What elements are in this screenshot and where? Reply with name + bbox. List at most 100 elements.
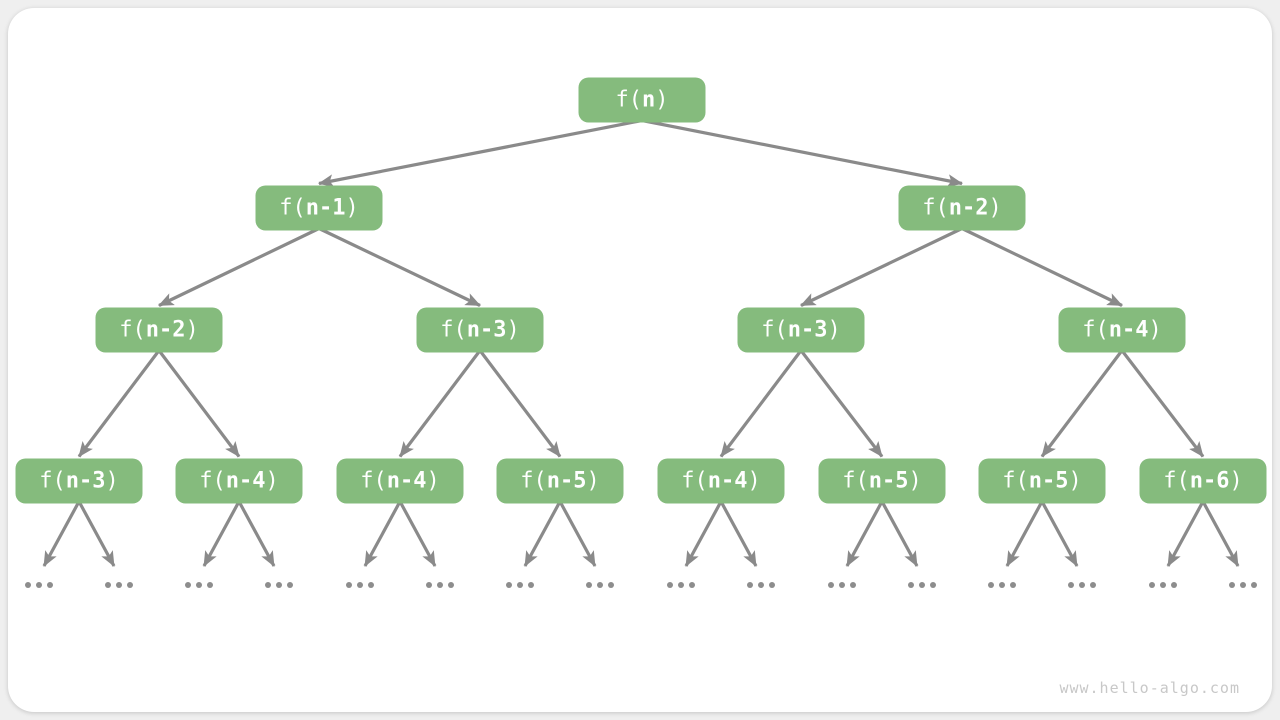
ellipsis-dot: [1240, 582, 1246, 588]
ellipsis-dot: [287, 582, 293, 588]
ellipsis-dots: [908, 582, 936, 588]
tree-node: f(n-4): [1058, 307, 1186, 353]
ellipsis-dot: [1171, 582, 1177, 588]
node-label-argument: n-2: [948, 195, 989, 220]
tree-node: f(n): [578, 77, 706, 123]
node-label-prefix: f(: [681, 468, 708, 493]
node-label-prefix: f(: [1002, 468, 1029, 493]
ellipsis-dot: [689, 582, 695, 588]
tree-node: f(n-5): [978, 458, 1106, 504]
tree-node: f(n-4): [336, 458, 464, 504]
ellipsis-dot: [276, 582, 282, 588]
ellipsis-dot: [999, 582, 1005, 588]
node-label-prefix: f(: [520, 468, 547, 493]
ellipsis-dot: [105, 582, 111, 588]
ellipsis-dots: [265, 582, 293, 588]
ellipsis-dot: [839, 582, 845, 588]
edge-arrow: [398, 349, 482, 458]
tree-node: f(n-4): [175, 458, 303, 504]
edge-arrow: [523, 500, 562, 567]
ellipsis-dots: [506, 582, 534, 588]
ellipsis-dot: [828, 582, 834, 588]
ellipsis-dot: [346, 582, 352, 588]
edge-arrow: [641, 118, 963, 188]
node-label-suffix: ): [747, 468, 761, 493]
ellipsis-dot: [1079, 582, 1085, 588]
edge-arrow: [719, 500, 758, 567]
ellipsis-dots: [586, 582, 614, 588]
tree-node: f(n-5): [818, 458, 946, 504]
tree-node: f(n-6): [1139, 458, 1267, 504]
ellipsis-dot: [908, 582, 914, 588]
ellipsis-dot: [47, 582, 53, 588]
edge-arrow: [1201, 500, 1240, 567]
tree-node: f(n-3): [15, 458, 143, 504]
ellipsis-dot: [517, 582, 523, 588]
node-label-argument: n-4: [386, 468, 427, 493]
edge-arrow: [1040, 349, 1124, 458]
ellipsis-dot: [185, 582, 191, 588]
edge-arrow: [1166, 500, 1205, 567]
ellipsis-dot: [207, 582, 213, 588]
node-label-suffix: ): [908, 468, 922, 493]
node-label-argument: n-5: [868, 468, 909, 493]
edge-arrow: [318, 227, 481, 307]
ellipsis-dot: [265, 582, 271, 588]
ellipsis-dot: [667, 582, 673, 588]
node-label-argument: n-1: [305, 195, 346, 220]
node-label-suffix: ): [1148, 317, 1162, 342]
node-label-argument: n-3: [466, 317, 507, 342]
ellipsis-dot: [426, 582, 432, 588]
ellipsis-dot: [678, 582, 684, 588]
node-label-argument: n-4: [1108, 317, 1149, 342]
edge-arrow: [42, 500, 81, 567]
ellipsis-dot: [758, 582, 764, 588]
node-label-prefix: f(: [440, 317, 467, 342]
ellipsis-dot: [25, 582, 31, 588]
ellipsis-dots: [105, 582, 133, 588]
node-label-prefix: f(: [1163, 468, 1190, 493]
edge-arrow: [684, 500, 723, 567]
edge-arrow: [1005, 500, 1044, 567]
ellipsis-dots: [426, 582, 454, 588]
tree-node: f(n-5): [496, 458, 624, 504]
ellipsis-dot: [506, 582, 512, 588]
edge-arrow: [478, 349, 562, 458]
ellipsis-dot: [196, 582, 202, 588]
node-label-suffix: ): [265, 468, 279, 493]
node-label-prefix: f(: [615, 87, 643, 112]
ellipsis-dot: [1251, 582, 1257, 588]
watermark: www.hello-algo.com: [1059, 679, 1240, 697]
tree-node: f(n-3): [737, 307, 865, 353]
ellipsis-dots: [988, 582, 1016, 588]
ellipsis-dots: [1068, 582, 1096, 588]
node-label-suffix: ): [105, 468, 119, 493]
edge-arrow: [158, 227, 320, 307]
node-label-argument: n-4: [225, 468, 266, 493]
node-label-suffix: ): [345, 195, 359, 220]
edge-arrow: [1120, 349, 1205, 458]
ellipsis-dot: [1068, 582, 1074, 588]
edge-arrow: [77, 500, 116, 567]
node-label-prefix: f(: [922, 195, 949, 220]
ellipsis-dot: [919, 582, 925, 588]
node-label-suffix: ): [426, 468, 440, 493]
edge-arrow: [558, 500, 597, 567]
edge-arrow: [318, 118, 643, 188]
node-label-argument: n: [642, 87, 656, 112]
ellipsis-dot: [988, 582, 994, 588]
ellipsis-dot: [116, 582, 122, 588]
ellipsis-dot: [1149, 582, 1155, 588]
ellipsis-dot: [1229, 582, 1235, 588]
node-label-argument: n-3: [787, 317, 828, 342]
node-label-argument: n-2: [145, 317, 186, 342]
edge-arrow: [845, 500, 884, 567]
ellipsis-dot: [586, 582, 592, 588]
tree-node: f(n-2): [95, 307, 223, 353]
ellipsis-dots: [747, 582, 775, 588]
edge-arrow: [800, 227, 963, 307]
ellipsis-dot: [930, 582, 936, 588]
node-label-argument: n-6: [1189, 468, 1230, 493]
